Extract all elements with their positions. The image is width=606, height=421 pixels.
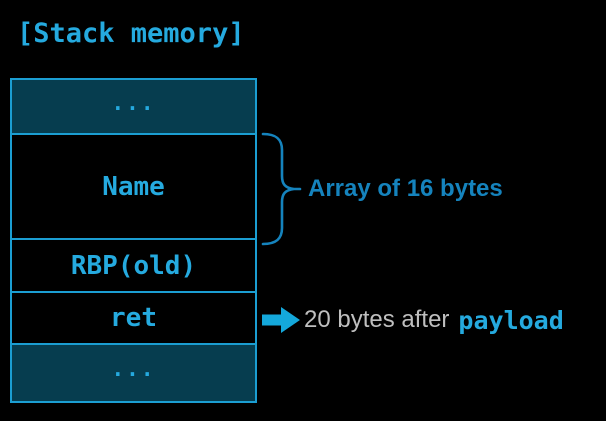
stack-cell-bottom-ellipsis: ...	[10, 343, 257, 403]
cell-label: ret	[110, 303, 157, 333]
cell-label: ...	[111, 90, 156, 115]
ret-offset-note: 20 bytes after payload	[304, 305, 564, 335]
ret-note-code: payload	[458, 305, 564, 335]
stack-cell-name: Name	[10, 133, 257, 240]
ret-note-text: 20 bytes after	[304, 306, 450, 333]
stack-cell-ret: ret	[10, 291, 257, 345]
array-size-label: Array of 16 bytes	[308, 175, 503, 202]
cell-label: ...	[111, 357, 156, 381]
stack-column: ... Name RBP(old) ret ...	[10, 78, 257, 403]
cell-label: RBP(old)	[70, 250, 197, 281]
curly-brace-icon	[261, 132, 302, 246]
cell-label: Name	[102, 171, 165, 202]
stack-cell-top-ellipsis: ...	[10, 78, 257, 135]
diagram-title: [Stack memory]	[17, 18, 245, 49]
stack-cell-rbp-old: RBP(old)	[10, 238, 257, 293]
arrow-right-icon	[262, 307, 300, 333]
